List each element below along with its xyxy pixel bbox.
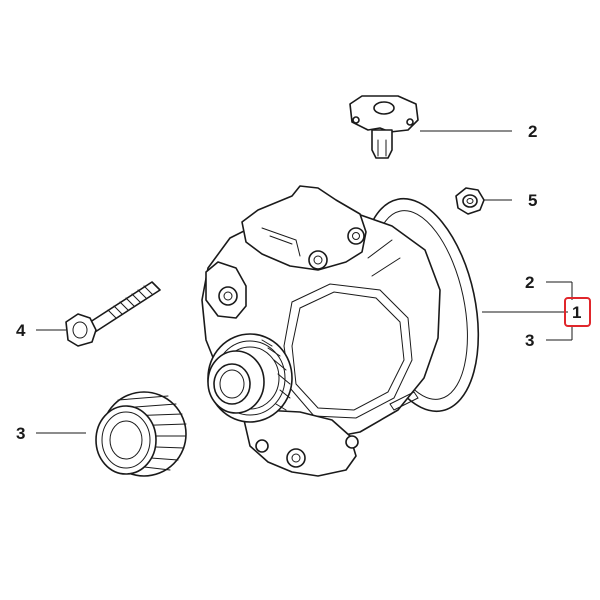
voltage-regulator[interactable]: 2: [349, 95, 537, 159]
callout-1-highlight-box[interactable]: [564, 297, 591, 327]
assembly-callout-group: 2 3 1: [525, 273, 591, 350]
callout-4-bolt: 4: [16, 321, 26, 340]
callout-3-assembly: 3: [525, 331, 534, 350]
callout-1-assembly[interactable]: 1: [572, 303, 581, 322]
callout-2-assembly: 2: [525, 273, 534, 292]
drive-pulley[interactable]: 3: [16, 391, 187, 477]
mounting-bolt[interactable]: 4: [16, 281, 161, 347]
callout-5-nut: 5: [528, 191, 537, 210]
callout-2-regulator: 2: [528, 122, 537, 141]
alternator-assembly[interactable]: [201, 185, 568, 477]
callout-3-pulley: 3: [16, 424, 25, 443]
hex-nut[interactable]: 5: [455, 187, 537, 215]
